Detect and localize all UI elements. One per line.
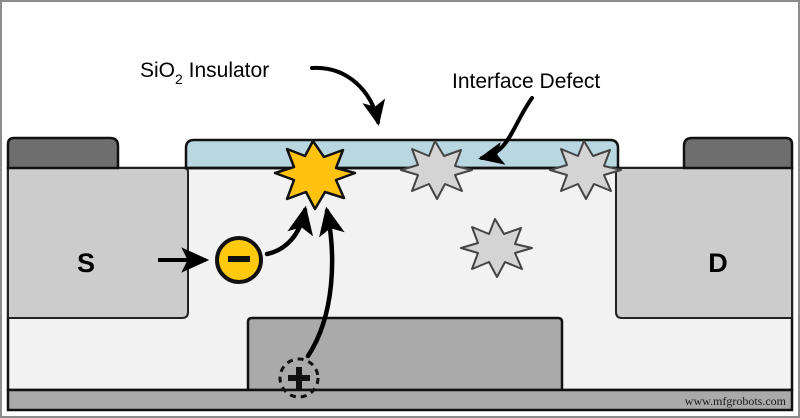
plus-sign-icon-v (296, 367, 302, 389)
substrate-contact (246, 316, 564, 392)
interface-trap-2 (549, 140, 622, 200)
hole-to-trap-arrow (305, 206, 345, 359)
interface-defect-callout-arrow (478, 96, 534, 165)
source-region (7, 167, 189, 319)
drain-contact (682, 136, 794, 170)
active-trap (273, 139, 357, 211)
sio2-label-main: SiO (140, 59, 175, 82)
hole-charge (278, 357, 320, 399)
interface-defect-label: Interface Defect (452, 70, 600, 93)
source-contact (6, 136, 120, 170)
sio2-insulator-layer (184, 138, 620, 170)
sio2-label-suffix: Insulator (183, 59, 269, 82)
watermark-label: www.mfgrobots.com (685, 394, 787, 408)
bulk-trap-1 (460, 218, 533, 278)
electron-to-trap-arrow (264, 205, 314, 257)
minus-sign-icon (228, 256, 250, 262)
base-strip (6, 388, 794, 412)
insulator-callout-arrow (310, 65, 386, 126)
source-terminal-label: S (77, 248, 95, 278)
interface-trap-1 (400, 140, 473, 200)
hole-circle (278, 357, 320, 399)
sio2-label-subscript: 2 (175, 71, 183, 87)
electron-charge (215, 236, 263, 284)
drain-region (615, 167, 793, 319)
drain-terminal-label: D (708, 248, 728, 278)
sio2-insulator-label: SiO2 Insulator (140, 59, 269, 87)
